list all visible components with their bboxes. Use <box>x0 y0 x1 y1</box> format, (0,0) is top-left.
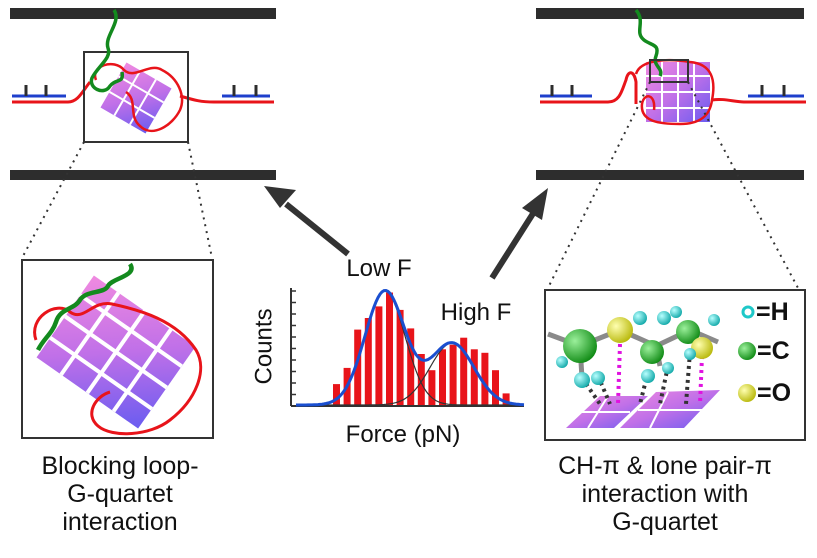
zoom-box-left <box>83 51 189 143</box>
histogram-bar <box>396 309 404 405</box>
legend-c-symbol <box>738 342 756 360</box>
interaction-lines-gray <box>580 351 692 406</box>
histogram-bar <box>407 328 415 405</box>
wall-bottom-right <box>536 170 804 180</box>
quartet-plane-lines <box>582 391 702 429</box>
interaction-lines-magenta <box>616 343 704 405</box>
left-nanopore <box>10 8 276 259</box>
molecule-atoms <box>556 306 720 388</box>
right-inset <box>544 289 806 441</box>
arrow-high-f-head <box>522 188 548 220</box>
green-loop-inset-left <box>35 262 134 352</box>
histogram-bar <box>481 352 489 405</box>
histogram-bar <box>428 370 436 405</box>
dotted-zoom-left <box>21 141 213 259</box>
histogram-bar <box>364 318 372 405</box>
legend-h-label: =H <box>756 298 789 326</box>
legend-c-label: =C <box>757 337 790 365</box>
right-caption-line-3: G-quartet <box>612 508 718 536</box>
histogram-bar <box>449 344 457 405</box>
tick-marks-right <box>550 85 786 96</box>
fit-curve-total <box>296 288 525 407</box>
histogram-bar <box>439 349 446 405</box>
histogram-bar <box>354 329 362 405</box>
histogram-plot <box>290 288 525 407</box>
histogram-bar <box>375 306 383 405</box>
left-caption-line-2: G-quartet <box>67 480 173 508</box>
arrows <box>264 186 548 280</box>
tick-marks-left <box>24 85 258 96</box>
left-inset <box>21 259 214 439</box>
wall-top-right <box>536 8 804 19</box>
wall-bottom-left <box>10 170 276 180</box>
histogram-bar <box>460 337 468 405</box>
legend-h-symbol <box>741 305 755 319</box>
red-strand-right <box>540 71 806 104</box>
right-caption: CH-π & lone pair-π interaction with G-qu… <box>520 452 810 536</box>
histogram-bar <box>386 292 393 405</box>
arrow-high-f-body <box>489 210 537 280</box>
green-loop-right <box>634 8 663 77</box>
right-caption-line-2: interaction with <box>581 480 749 508</box>
red-loop-left <box>93 62 184 133</box>
force-axis-label: Force (pN) <box>345 421 461 448</box>
arrow-low-f-head <box>264 186 296 208</box>
red-strand-left <box>12 81 274 104</box>
histogram-bar <box>492 370 499 405</box>
histogram-bar <box>333 384 340 405</box>
histogram-bars <box>333 292 510 405</box>
arrow-low-f-body <box>284 201 350 257</box>
histogram-bar <box>417 354 425 405</box>
zoom-box-right <box>649 59 689 83</box>
histogram-bar <box>470 349 478 405</box>
right-caption-line-1: CH-π & lone pair-π <box>558 452 772 480</box>
right-nanopore <box>536 8 806 289</box>
green-loop-left <box>89 9 125 93</box>
histogram-bar <box>502 393 510 405</box>
histogram-axes <box>290 288 524 407</box>
y-ticks <box>291 290 296 407</box>
mini-quartet-right <box>646 62 710 122</box>
left-caption-line-3: interaction <box>62 508 178 536</box>
left-caption-line-1: Blocking loop- <box>41 452 199 480</box>
low-f-label: Low F <box>346 255 412 282</box>
legend-o-symbol <box>738 384 756 402</box>
wall-top-left <box>10 8 276 19</box>
counts-axis-label: Counts <box>250 308 278 385</box>
high-f-label: High F <box>440 299 512 326</box>
left-caption: Blocking loop- G-quartet interaction <box>10 452 230 536</box>
red-loop-inset-left <box>33 302 203 436</box>
legend-o-label: =O <box>757 379 792 407</box>
